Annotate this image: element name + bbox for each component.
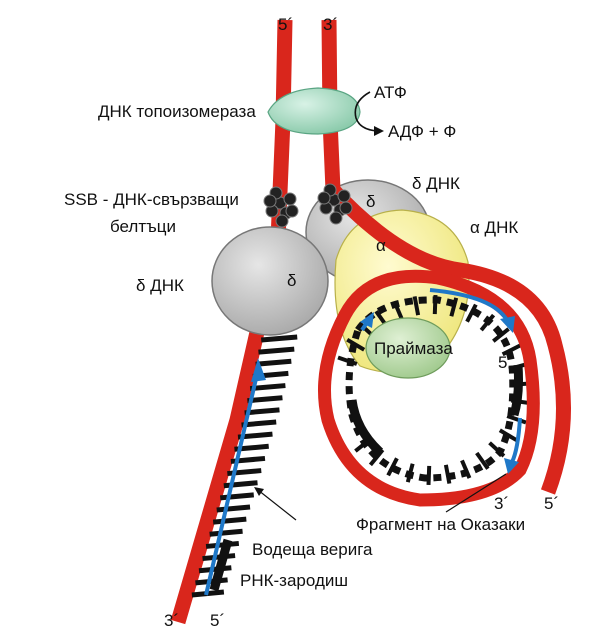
- bottom-5-prime: 5´: [210, 611, 225, 627]
- ssb-bead: [330, 212, 342, 224]
- base-pair-rung: [224, 483, 258, 486]
- delta-dnk-left-label: δ ДНК: [136, 276, 184, 295]
- lagging-inner-5-prime: 5´: [498, 353, 513, 372]
- bottom-3-prime: 3´: [164, 611, 179, 627]
- ssb-bead: [276, 215, 288, 227]
- base-pair-rung: [258, 349, 294, 352]
- delta-polymerase-left: [212, 227, 328, 335]
- ssb-bead: [284, 193, 296, 205]
- topoisomerase-label: ДНК топоизомераза: [98, 102, 256, 121]
- leading-strand-label: Водеща верига: [252, 540, 373, 559]
- delta-symbol-left: δ: [287, 271, 296, 290]
- base-pair-rung: [210, 531, 243, 534]
- base-pair-rung: [213, 519, 246, 522]
- ssb-label-line1: SSB - ДНК-свързващи: [64, 190, 239, 209]
- base-pair-rung: [220, 495, 254, 498]
- top-right-3-prime: 3´: [323, 15, 338, 34]
- loop-base-pair-rung: [507, 416, 526, 422]
- alpha-dnk-label: α ДНК: [470, 218, 518, 237]
- atp-label: АТФ: [374, 83, 407, 102]
- ssb-bead: [340, 202, 352, 214]
- ssb-bead: [338, 190, 350, 202]
- leading-pointer-head: [254, 487, 264, 496]
- ssb-bead: [286, 205, 298, 217]
- lagging-3-prime: 3´: [494, 494, 509, 513]
- top-left-5-prime: 5´: [278, 15, 293, 34]
- base-pair-rung: [256, 361, 292, 364]
- ssb-proteins-left: [264, 187, 298, 227]
- rna-primer-label: РНК-зародиш: [240, 571, 348, 590]
- delta-dnk-top-label: δ ДНК: [412, 174, 460, 193]
- alpha-symbol: α: [376, 236, 386, 255]
- adp-label: АДФ + Ф: [388, 122, 456, 141]
- ssb-bead: [318, 192, 330, 204]
- lagging-5-prime: 5´: [544, 494, 559, 513]
- loop-base-pair-rung: [429, 466, 430, 485]
- primase-label: Праймаза: [374, 339, 453, 358]
- ssb-bead: [264, 195, 276, 207]
- ssb-label-line2: белтъци: [110, 217, 176, 236]
- base-pair-rung: [261, 337, 297, 340]
- delta-symbol-top: δ: [366, 192, 375, 211]
- leading-pointer: [258, 490, 296, 520]
- base-pair-rung: [217, 507, 250, 510]
- atp-adp-arrowhead: [374, 126, 384, 136]
- lagging-primer-segment-right: [514, 365, 519, 415]
- okazaki-label: Фрагмент на Оказаки: [356, 515, 525, 534]
